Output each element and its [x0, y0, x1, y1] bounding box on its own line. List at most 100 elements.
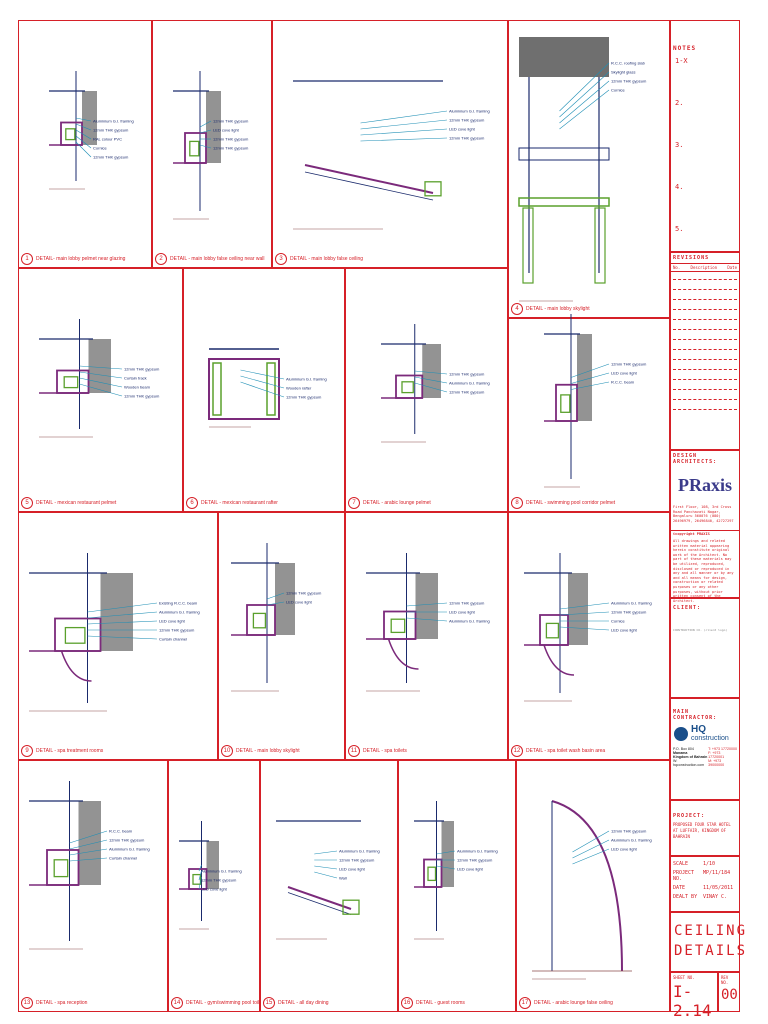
leader-line — [559, 62, 610, 112]
bulkhead-box — [184, 132, 207, 164]
leader-line — [87, 635, 158, 640]
rev-col-no: No. — [673, 265, 681, 270]
contractor-address-4: W: hqconstruction.com — [673, 759, 705, 767]
leader-line — [559, 89, 610, 130]
callout-label: Aluminium G.I. framing — [449, 109, 490, 114]
leader-line — [79, 377, 123, 388]
bulkhead-box — [395, 374, 424, 399]
callout-label: RAL colour PVC — [93, 137, 122, 142]
detail-title: DETAIL - main lobby skylight — [526, 306, 590, 312]
callout-label: 12mm THK gypsum — [159, 628, 195, 633]
leader-line — [360, 137, 448, 142]
leader-line — [314, 871, 338, 879]
detail-title: DETAIL - spa reception — [36, 1000, 88, 1006]
title-block: NOTES 1-X 2. 3. 4. 5. REVISIONS No. Desc… — [670, 20, 745, 1020]
callout-label: 12mm THK gypsum — [457, 858, 493, 863]
leader-line — [79, 371, 123, 379]
leader-line — [314, 850, 338, 855]
callout-label: R.C.C. beam — [109, 829, 133, 834]
callout-label: 12mm THK gypsum — [449, 390, 485, 395]
sloped-gypsum — [287, 886, 352, 910]
callout-label: 12mm THK gypsum — [449, 372, 485, 377]
detail-number-badge: 14 — [171, 997, 183, 1009]
leader-line — [87, 611, 158, 619]
leader-line — [572, 839, 610, 859]
callout-label: Aluminium G.I. framing — [611, 601, 652, 606]
cove-light-box — [401, 381, 414, 394]
callout-label: 12mm THK gypsum — [213, 146, 249, 151]
rcc-beam-hatch — [88, 339, 111, 393]
bulkhead-right — [594, 207, 606, 284]
contractor-address-1: P.O. Box 804 — [673, 747, 694, 751]
leader-line — [79, 365, 123, 370]
callout-label: Cornice — [611, 619, 626, 624]
detail-title: DETAIL - guest rooms — [416, 1000, 465, 1006]
project-label: PROJECT: — [673, 813, 706, 819]
callout-label: Aluminium G.I. framing — [286, 377, 327, 382]
note-4: 4. — [675, 183, 684, 191]
detail-title: DETAIL - arabic lounge pelmet — [363, 500, 431, 506]
leader-line — [570, 363, 610, 378]
callout-label: 12mm THK gypsum — [93, 128, 129, 133]
hq-logo-icon — [674, 727, 688, 741]
detail-title: DETAIL - gym/swimming pool toilet — [186, 1000, 264, 1006]
bulkhead-box — [246, 604, 276, 636]
leader-line — [572, 830, 610, 853]
callout-label: Curtain channel — [159, 637, 187, 642]
callout-label: LED cove light — [449, 610, 476, 615]
leader-line — [436, 850, 456, 855]
rev-no-section: REV NO. 00 — [718, 972, 740, 1012]
leader-line — [414, 382, 448, 393]
cove-light-box — [65, 128, 76, 141]
revision-row-line — [673, 349, 737, 350]
callout-label: Curtain track — [124, 376, 147, 381]
cove-light-box — [390, 618, 406, 634]
cove-light-box — [64, 626, 86, 644]
roof-slab-hatch — [519, 37, 609, 77]
callout-label: 12mm THK gypsum — [109, 838, 145, 843]
leader-line — [199, 144, 212, 149]
bulkhead-box — [539, 614, 569, 646]
rafter-right — [266, 362, 276, 416]
callout-label: LED cove light — [339, 867, 366, 872]
revision-row-line — [673, 379, 737, 380]
curved-cornice — [543, 644, 575, 676]
leader-line — [570, 372, 610, 384]
callout-label: LED cove light — [213, 128, 240, 133]
revisions-label: REVISIONS — [673, 255, 710, 261]
callout-label: Aluminium G.I. framing — [93, 119, 134, 124]
bulkhead-left — [522, 207, 534, 284]
callout-label: LED cove light — [457, 867, 484, 872]
date-value: 11/05/2011 — [703, 885, 734, 891]
leader-line — [559, 626, 610, 631]
note-3: 3. — [675, 141, 684, 149]
leader-line — [406, 602, 448, 607]
detail-title: DETAIL - swimming pool corridor pelmet — [526, 500, 616, 506]
scale-value: 1/10 — [703, 861, 716, 867]
leader-line — [266, 592, 285, 600]
leader-line — [75, 117, 92, 122]
